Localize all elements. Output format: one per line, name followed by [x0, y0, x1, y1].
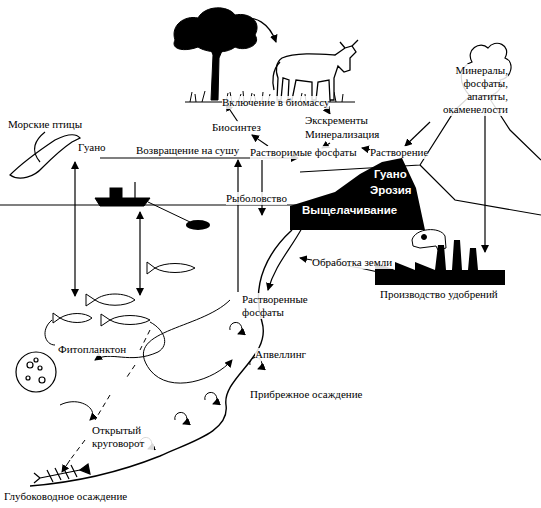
bird-arrow — [74, 162, 75, 296]
process-label: Минерализация — [305, 128, 379, 141]
process-label: Рыболовство — [226, 192, 287, 205]
ship — [95, 198, 150, 206]
sediment-eddies — [230, 322, 242, 334]
phytoplankton — [26, 376, 30, 380]
phytoplankton — [39, 377, 45, 383]
process-label: Растворенные фосфаты — [242, 293, 314, 319]
phytoplankton — [16, 352, 56, 392]
sediment-eddies — [60, 322, 262, 449]
process-label: Растворение — [370, 146, 428, 159]
uptake-arrow — [252, 135, 268, 146]
cow — [340, 40, 358, 48]
seabird — [35, 132, 45, 162]
tree — [174, 8, 257, 52]
land-mass: ГуаноЭрозияВыщелачивание — [290, 158, 425, 230]
sinking-arrow — [62, 460, 70, 472]
process-label: Морские птицы — [8, 118, 82, 131]
process-label: Прибрежное осаждение — [250, 388, 362, 401]
fish — [86, 294, 135, 306]
seabird — [10, 135, 80, 178]
process-label: Включение в биомассу — [222, 96, 329, 109]
process-label: Фитопланктон — [58, 343, 126, 356]
cow — [276, 46, 356, 100]
fishing-arrow — [237, 160, 238, 292]
transfer-arrow — [238, 19, 276, 42]
process-label: Растворимые фосфаты — [250, 146, 357, 159]
cow — [273, 40, 358, 100]
process-text: Выщелачивание — [302, 204, 397, 216]
process-label: Биосинтез — [212, 121, 261, 134]
food-arrow — [139, 212, 140, 295]
fish-skeleton — [34, 464, 90, 483]
factory — [375, 240, 505, 285]
ship — [134, 182, 135, 198]
land-shape — [290, 158, 425, 230]
fish — [147, 262, 195, 274]
ship — [110, 188, 122, 198]
phytoplankton — [16, 352, 56, 392]
seabed — [30, 230, 292, 486]
food-chain — [45, 320, 165, 360]
factory — [375, 240, 505, 285]
ship — [95, 182, 150, 206]
tree — [174, 8, 257, 100]
process-label: Открытый круговорот — [92, 424, 154, 450]
trawl-line — [148, 202, 190, 222]
fish — [53, 262, 195, 326]
mining-arrow — [484, 110, 485, 252]
process-text: Эрозия — [370, 184, 412, 196]
land-surface — [420, 165, 541, 215]
fish-skeleton — [34, 473, 40, 483]
seabird — [10, 132, 80, 178]
process-label: Экскременты — [305, 114, 368, 127]
process-label: Производство удобрений — [380, 288, 498, 301]
process-label: Глубоководное осаждение — [4, 490, 127, 503]
fish — [101, 314, 150, 326]
process-label: Апвеллинг — [255, 348, 306, 361]
sediment-eddies — [60, 402, 93, 420]
phytoplankton — [38, 366, 42, 370]
sediment-eddies — [175, 412, 187, 424]
process-label: Обработка земли — [312, 256, 392, 269]
weathering-arrow — [405, 122, 430, 146]
fish-skeleton — [80, 464, 90, 474]
process-label: Минералы, фосфаты, апатиты, окаменелости — [430, 64, 508, 116]
sediment-eddies — [205, 392, 217, 404]
cow — [273, 62, 280, 90]
upwelling-current — [143, 300, 232, 383]
trawl-net — [186, 220, 210, 230]
fishing-arrow — [261, 160, 262, 215]
phytoplankton — [27, 362, 33, 368]
fish — [53, 313, 92, 323]
phytoplankton — [34, 358, 38, 362]
fish-skeleton — [47, 465, 77, 482]
skull — [422, 235, 427, 240]
process-label: Возвращение на сушу — [136, 144, 239, 157]
process-label: Гуано — [78, 141, 106, 154]
process-text: Гуано — [374, 168, 407, 180]
